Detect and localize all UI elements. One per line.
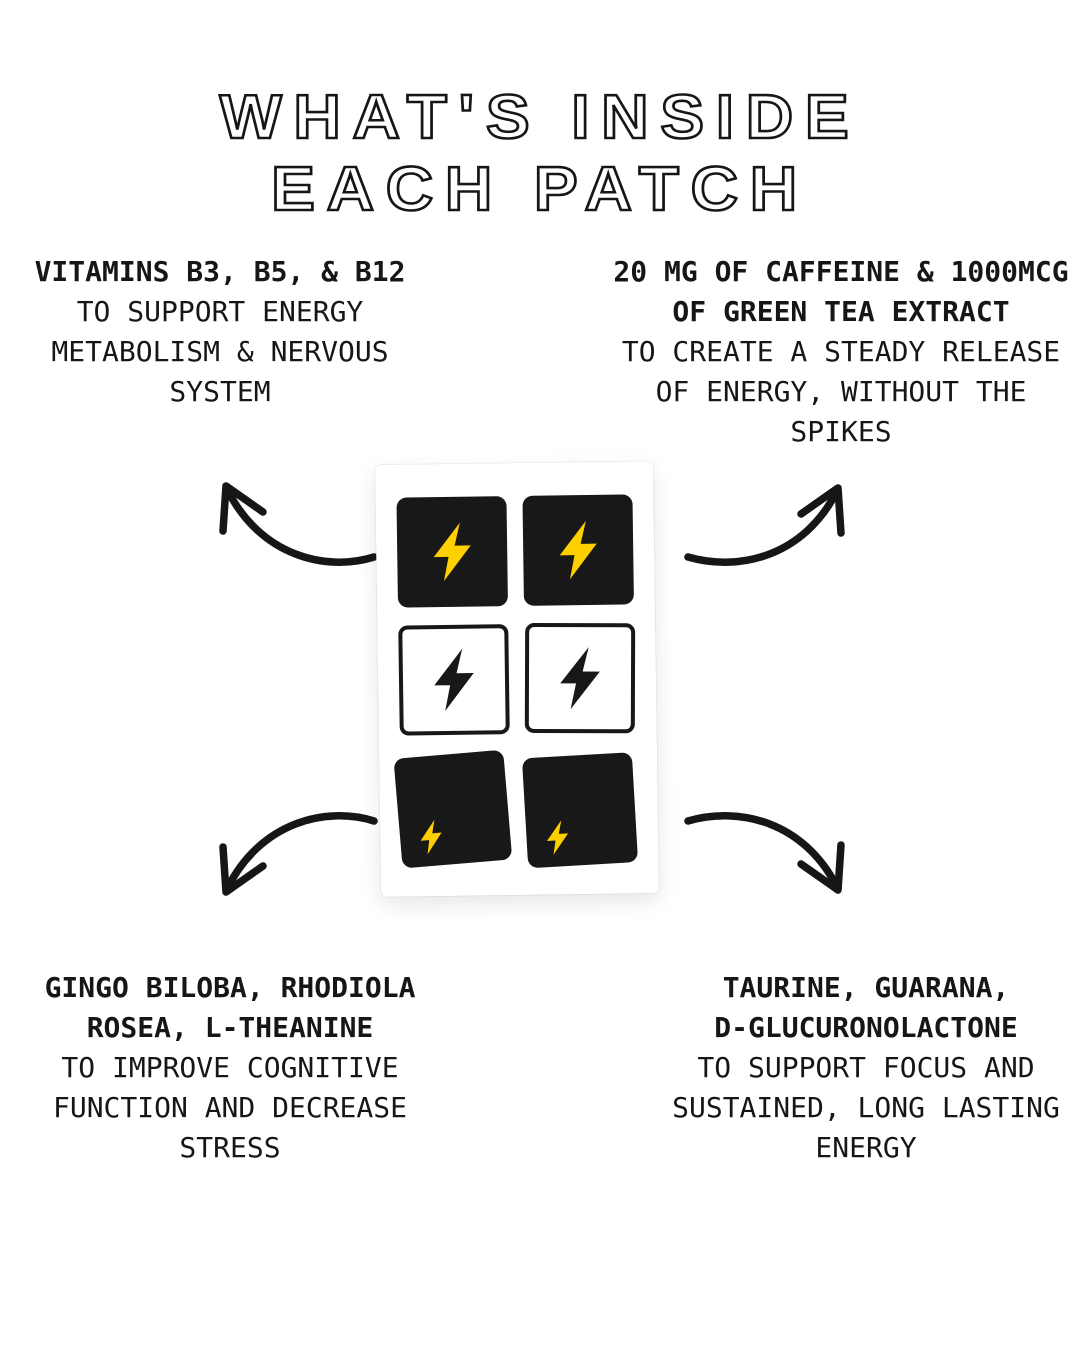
- callout-vitamins: VITAMINS B3, B5, & B12 TO SUPPORT ENERGY…: [18, 252, 422, 412]
- lightning-bolt-icon: [434, 648, 474, 712]
- heading-line: VITAMINS B3, B5, & B12: [34, 255, 406, 288]
- lightning-bolt-icon: [559, 520, 597, 580]
- heading-line: 20 MG OF CAFFEINE & 1000MCG: [613, 255, 1069, 288]
- patch-black-corner-bolt: [521, 752, 639, 869]
- heading-line: OF GREEN TEA EXTRACT: [672, 295, 1010, 328]
- patch-black-yellow-bolt: [396, 496, 508, 608]
- body-line: SPIKES: [790, 415, 892, 448]
- arrow-top-right-icon: [684, 484, 845, 566]
- body-line: OF ENERGY, WITHOUT THE: [655, 375, 1027, 408]
- callout-caffeine: 20 MG OF CAFFEINE & 1000MCG OF GREEN TEA…: [606, 252, 1076, 452]
- lightning-bolt-icon: [433, 522, 471, 582]
- callout-gingko-body: TO IMPROVE COGNITIVE FUNCTION AND DECREA…: [24, 1048, 436, 1168]
- heading-line: GINGO BILOBA, RHODIOLA: [44, 971, 416, 1004]
- body-line: FUNCTION AND DECREASE: [52, 1091, 407, 1124]
- callout-gingko: GINGO BILOBA, RHODIOLA ROSEA, L-THEANINE…: [24, 968, 436, 1168]
- heading-line: ROSEA, L-THEANINE: [86, 1011, 374, 1044]
- body-line: METABOLISM & NERVOUS: [51, 335, 389, 368]
- arrow-bottom-left-icon: [219, 812, 378, 896]
- patch-white-black-bolt: [524, 622, 636, 734]
- lightning-bolt-icon: [420, 819, 442, 855]
- patch-white-black-bolt: [398, 624, 510, 736]
- body-line: ENERGY: [815, 1131, 917, 1164]
- body-line: TO CREATE A STEADY RELEASE: [621, 335, 1061, 368]
- callout-caffeine-body: TO CREATE A STEADY RELEASE OF ENERGY, WI…: [606, 332, 1076, 452]
- callout-taurine-heading: TAURINE, GUARANA, D-GLUCURONOLACTONE: [654, 968, 1078, 1048]
- body-line: SUSTAINED, LONG LASTING: [672, 1091, 1060, 1124]
- body-line: TO IMPROVE COGNITIVE: [61, 1051, 399, 1084]
- patch-black-corner-bolt: [393, 749, 513, 869]
- lightning-bolt-icon: [560, 647, 600, 710]
- callout-taurine-body: TO SUPPORT FOCUS AND SUSTAINED, LONG LAS…: [654, 1048, 1078, 1168]
- title-line-1: WHAT'S INSIDE: [218, 82, 861, 154]
- heading-line: TAURINE, GUARANA,: [722, 971, 1010, 1004]
- page-title: WHAT'S INSIDE EACH PATCH: [0, 82, 1080, 226]
- callout-caffeine-heading: 20 MG OF CAFFEINE & 1000MCG OF GREEN TEA…: [606, 252, 1076, 332]
- heading-line: D-GLUCURONOLACTONE: [714, 1011, 1018, 1044]
- title-line-2: EACH PATCH: [270, 154, 809, 226]
- patch-sheet: [374, 461, 660, 897]
- body-line: STRESS: [179, 1131, 281, 1164]
- arrow-top-left-icon: [219, 482, 378, 566]
- callout-vitamins-heading: VITAMINS B3, B5, & B12: [18, 252, 422, 292]
- callout-taurine: TAURINE, GUARANA, D-GLUCURONOLACTONE TO …: [654, 968, 1078, 1168]
- callout-vitamins-body: TO SUPPORT ENERGY METABOLISM & NERVOUS S…: [18, 292, 422, 412]
- body-line: SYSTEM: [169, 375, 271, 408]
- body-line: TO SUPPORT FOCUS AND: [697, 1051, 1035, 1084]
- lightning-bolt-icon: [546, 820, 569, 855]
- arrow-bottom-right-icon: [684, 812, 845, 894]
- callout-gingko-heading: GINGO BILOBA, RHODIOLA ROSEA, L-THEANINE: [24, 968, 436, 1048]
- patch-black-yellow-bolt: [522, 494, 634, 606]
- body-line: TO SUPPORT ENERGY: [76, 295, 364, 328]
